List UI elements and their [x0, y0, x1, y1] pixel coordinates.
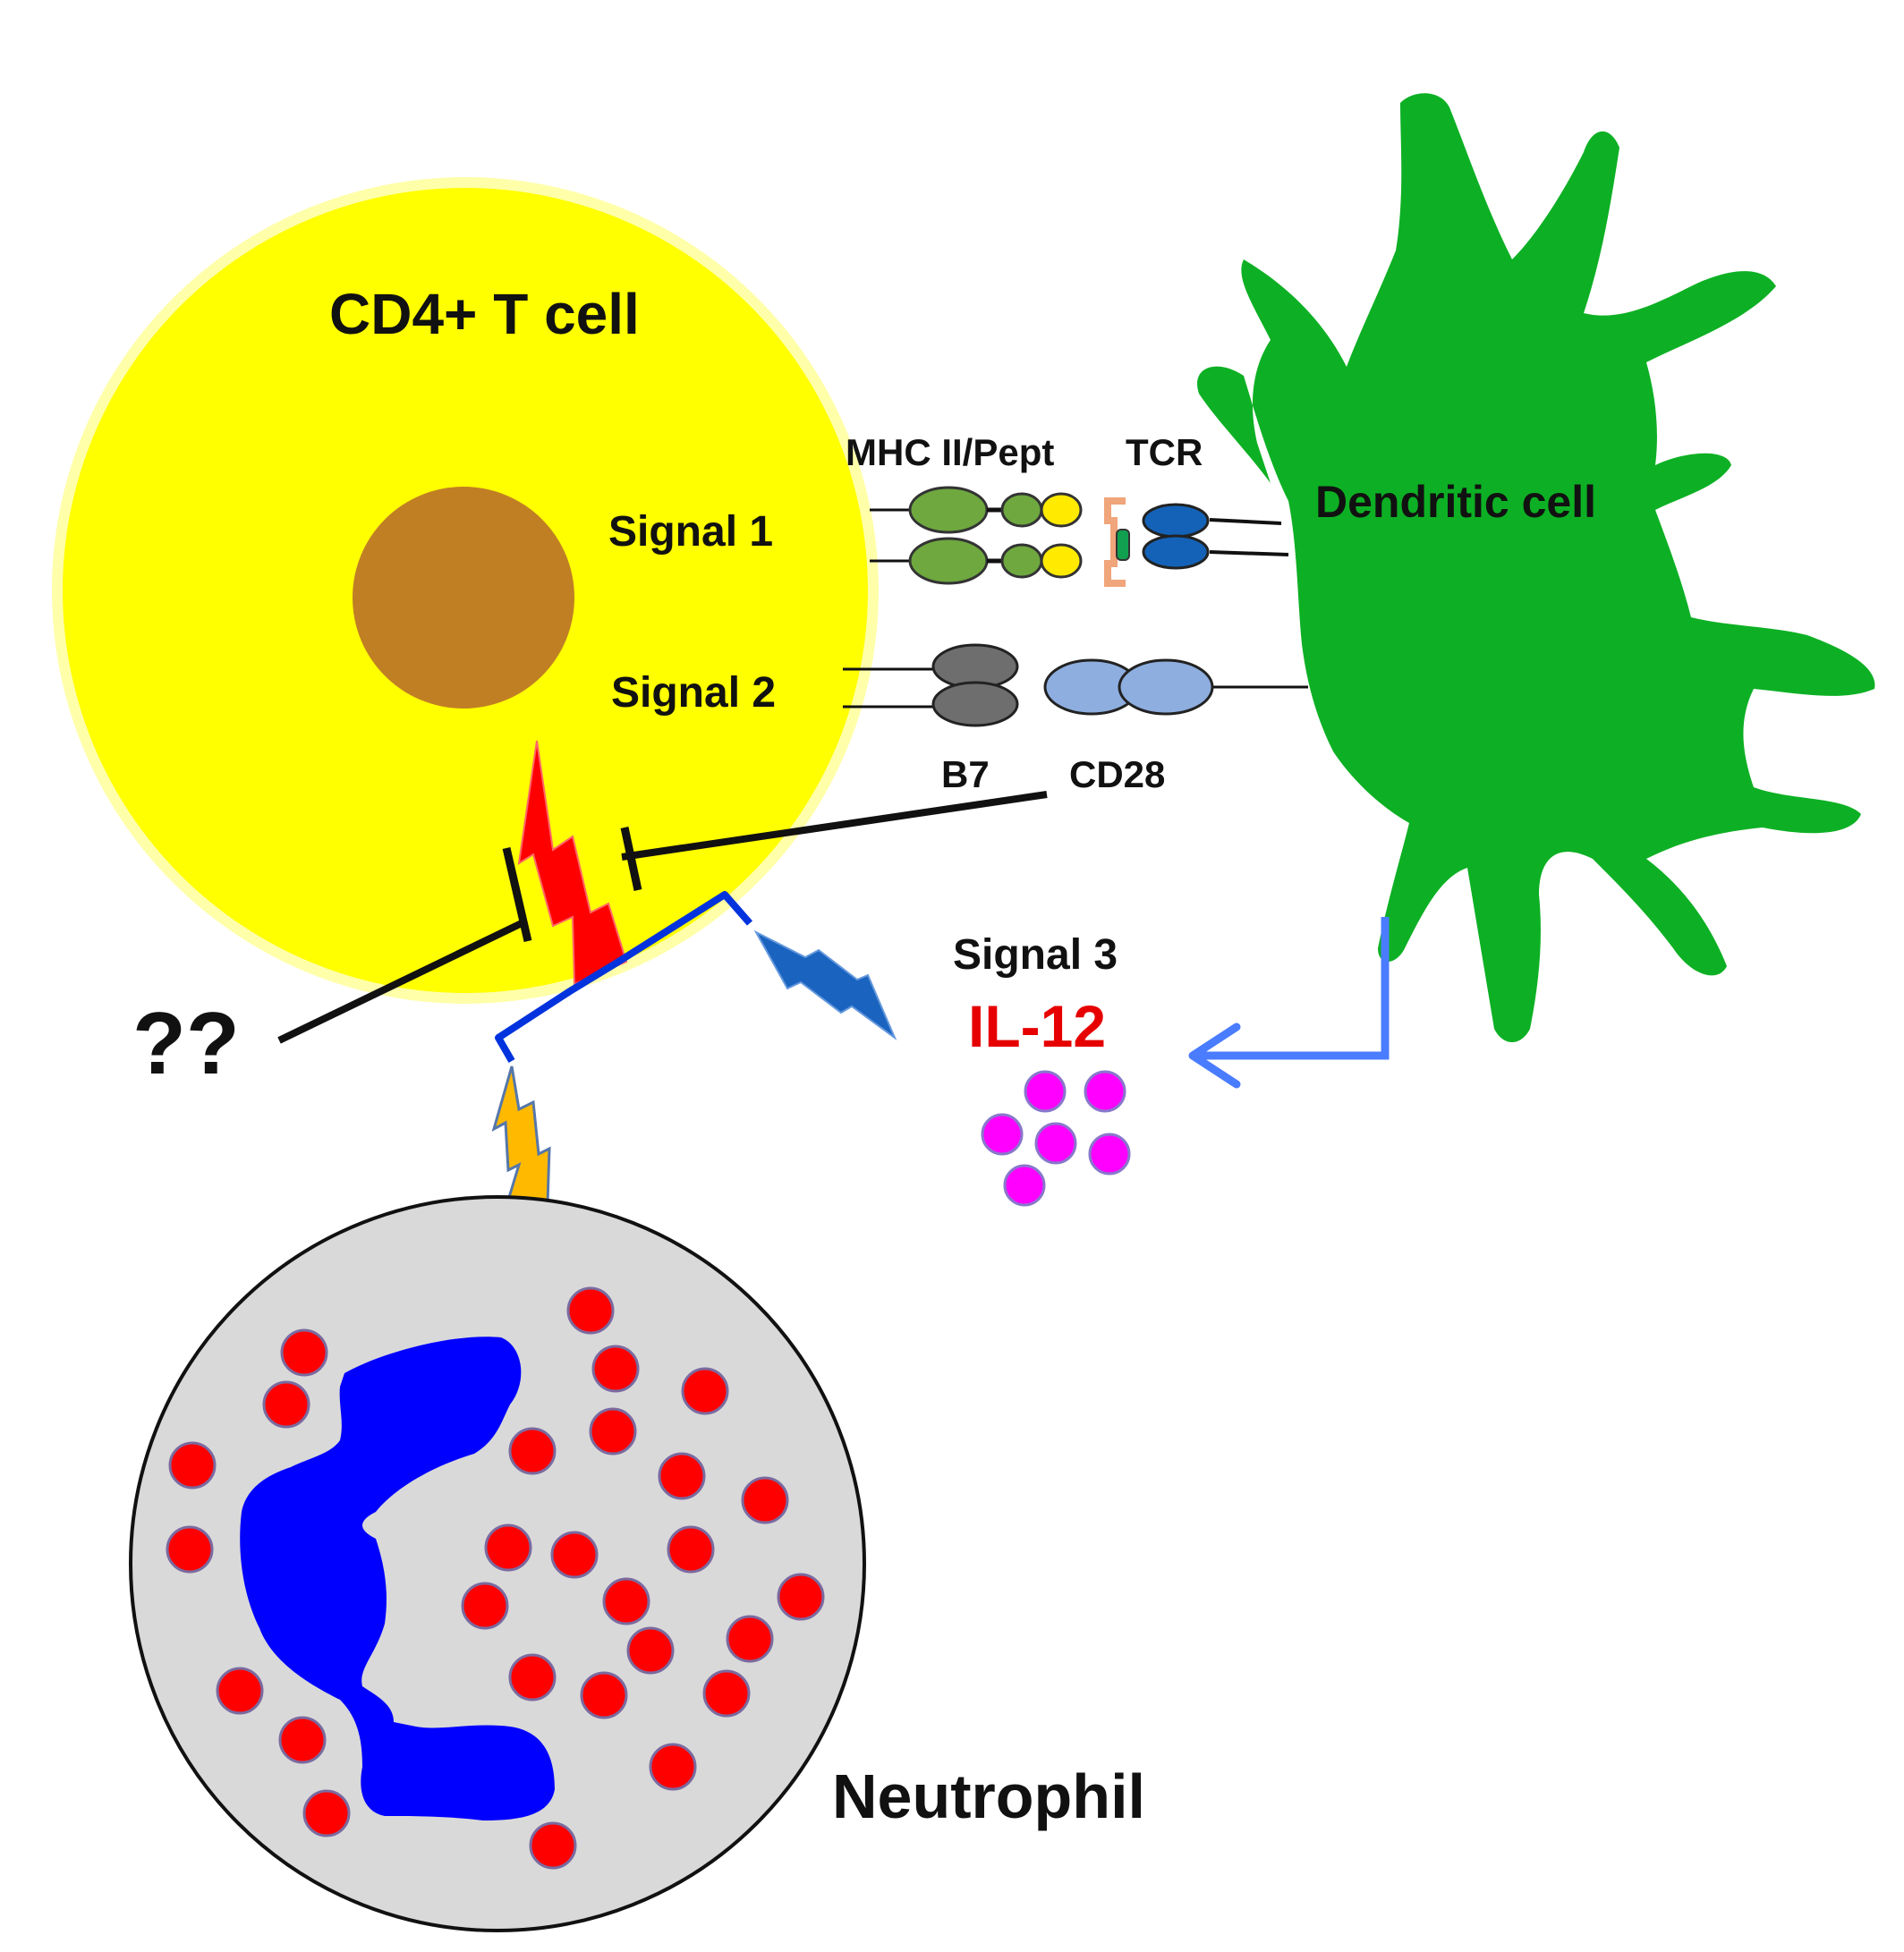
inhibition-bar-left [502, 846, 532, 943]
granule [550, 1531, 599, 1579]
granule [777, 1573, 825, 1621]
il12-particle [1088, 1133, 1131, 1175]
granule [262, 1380, 310, 1429]
tcr-tether-bottom [1209, 550, 1289, 556]
blue-bolt [753, 929, 897, 1040]
granule [280, 1328, 328, 1377]
mhc-label: MHC II/Pept [846, 431, 1054, 473]
granule [278, 1716, 327, 1764]
t-cell-nucleus [353, 487, 574, 709]
signal2-label: Signal 2 [611, 669, 776, 717]
il12-secretion-arrow [1188, 917, 1390, 1089]
tcr-bracket [1104, 497, 1130, 587]
dendritic-cell-body [1197, 93, 1875, 1042]
il12-particle [981, 1113, 1024, 1156]
t-cell-label: CD4+ T cell [329, 282, 640, 346]
granule [566, 1286, 615, 1335]
mhc-ii-top [908, 486, 1083, 534]
neutrophil-granules [166, 1286, 825, 1870]
il12-particles [981, 1070, 1131, 1207]
signal1-label: Signal 1 [608, 508, 773, 556]
granule [591, 1345, 640, 1393]
il12-particle [1003, 1164, 1046, 1207]
granule [302, 1789, 351, 1837]
t-cell: CD4+ T cell [52, 177, 879, 1004]
tcr-label: TCR [1126, 431, 1203, 473]
signal3-label: Signal 3 [953, 931, 1118, 979]
neutrophil-label: Neutrophil [832, 1761, 1145, 1831]
tcr [1142, 503, 1210, 570]
neutrophil: Neutrophil [129, 1195, 1145, 1932]
granule [461, 1582, 509, 1630]
inhibition-bar-right [620, 827, 642, 891]
il12-particle [1034, 1122, 1077, 1165]
granule [741, 1476, 789, 1524]
tcr-tether-top [1209, 518, 1282, 525]
il12-particle [1084, 1070, 1126, 1113]
dendritic-cell: Dendritic cell [1197, 93, 1875, 1042]
il12-particle [1024, 1070, 1067, 1113]
inhibition-from-unknown [277, 846, 532, 1044]
branch-connector [495, 891, 753, 1063]
signal3-group: Signal 3 IL-12 [953, 931, 1131, 1207]
dendritic-cell-label: Dendritic cell [1315, 477, 1596, 527]
granule [702, 1669, 751, 1718]
cd28-label: CD28 [1069, 753, 1165, 795]
granule [529, 1821, 577, 1870]
neutrophil-nucleus [240, 1337, 555, 1820]
granule [484, 1523, 532, 1572]
mhc-ii-bottom [908, 537, 1083, 585]
granule [658, 1452, 706, 1500]
inhibition-from-cd28 [620, 791, 1048, 891]
granule [589, 1407, 637, 1456]
granule [580, 1671, 628, 1719]
b7 [931, 643, 1019, 727]
granule [726, 1615, 774, 1663]
granule [681, 1367, 729, 1415]
peptide-bottom [1040, 543, 1083, 579]
granule [216, 1667, 264, 1715]
peptide-top [1040, 492, 1083, 528]
granule [508, 1427, 557, 1475]
il12-label: IL-12 [968, 993, 1106, 1059]
bound-peptide [1116, 529, 1130, 561]
signal2-complex: Signal 2 B7 CD28 [611, 643, 1308, 795]
granule [667, 1525, 715, 1574]
granule [168, 1441, 217, 1489]
unknown-mediator-label: ?? [132, 994, 240, 1092]
b7-label: B7 [941, 753, 990, 795]
granule [508, 1653, 557, 1702]
granule [626, 1626, 675, 1675]
granule [166, 1525, 214, 1574]
granule [649, 1743, 697, 1791]
cd28 [1043, 658, 1214, 716]
granule [602, 1577, 650, 1625]
signal1-complex: Signal 1 MHC II/Pept TCR [608, 431, 1289, 587]
